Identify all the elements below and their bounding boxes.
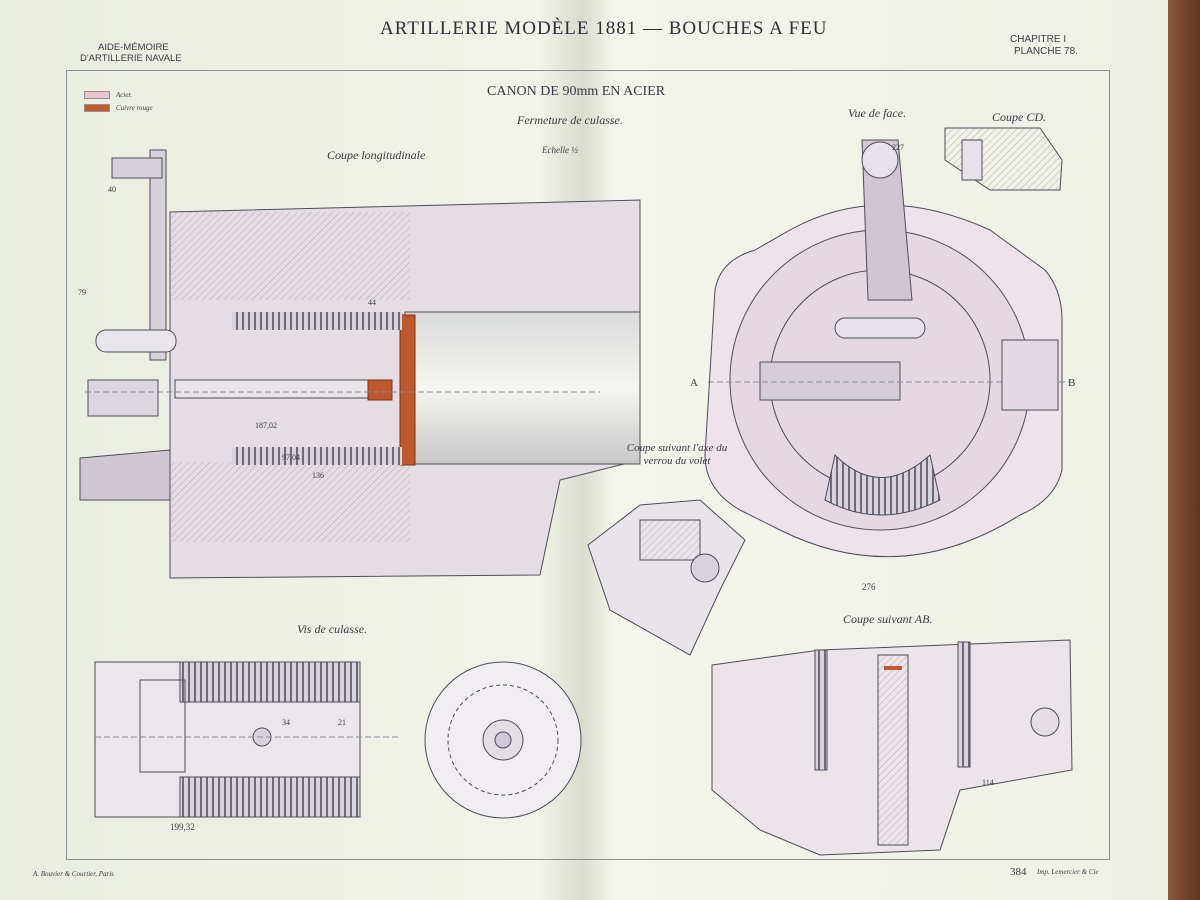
footer-printer: Imp. Lemercier & Cie bbox=[1037, 868, 1099, 876]
section-axis-pin bbox=[690, 553, 720, 583]
section-ab-pin bbox=[1030, 707, 1060, 737]
legend-row-steel: Acier. bbox=[84, 88, 153, 101]
dim-97: 97,04 bbox=[282, 453, 300, 462]
screw-face-center bbox=[494, 731, 512, 749]
firing-pin bbox=[174, 379, 391, 399]
drawing-title: CANON DE 90mm EN ACIER bbox=[487, 84, 666, 99]
breech-frame bbox=[79, 449, 171, 501]
breech-lever bbox=[149, 149, 167, 361]
legend-label-steel: Acier. bbox=[116, 90, 133, 99]
lever-pivot bbox=[861, 141, 899, 179]
bore bbox=[404, 311, 641, 465]
dim-height: 79 bbox=[78, 288, 86, 297]
lever-arm bbox=[861, 139, 913, 301]
section-mark-b: B bbox=[1068, 377, 1075, 389]
legend-swatch-copper bbox=[84, 103, 110, 112]
firing-mechanism bbox=[87, 379, 159, 417]
background-edge bbox=[1168, 0, 1200, 900]
label-vue-de-face: Vue de face. bbox=[848, 106, 907, 120]
breech-screw-thread-bottom bbox=[232, 447, 402, 465]
handle-knob bbox=[95, 329, 177, 353]
drawing-scale: Echelle ½ bbox=[542, 145, 578, 155]
plate-title: ARTILLERIE MODÈLE 1881 — BOUCHES A FEU bbox=[380, 18, 828, 39]
dim-114: 114 bbox=[982, 778, 994, 787]
thread-segment bbox=[824, 454, 941, 516]
breech-screw-thread-top bbox=[232, 312, 402, 330]
color-legend: Acier. Cuivre rouge bbox=[84, 88, 153, 114]
screw-slot bbox=[139, 679, 186, 773]
header-left-line2: D'ARTILLERIE NAVALE bbox=[80, 53, 182, 64]
lever-handle bbox=[111, 157, 163, 179]
footer-engraver: A. Bouvier & Courtier, Paris bbox=[33, 870, 114, 878]
dim-screw-34: 34 bbox=[282, 718, 290, 727]
screw-face-mid bbox=[447, 684, 559, 796]
section-axis-hatch bbox=[639, 519, 701, 561]
section-ab-thread-left bbox=[814, 649, 828, 771]
header-left-line1: AIDE-MÉMOIRE bbox=[98, 42, 169, 53]
section-axis-body bbox=[587, 499, 746, 656]
section-ab bbox=[711, 639, 1073, 856]
copper-obturator bbox=[399, 314, 416, 466]
dim-44: 44 bbox=[368, 298, 376, 307]
legend-row-copper: Cuivre rouge bbox=[84, 101, 153, 114]
dim-187: 187,02 bbox=[255, 421, 277, 430]
section-mark-a: A bbox=[690, 377, 698, 389]
section-axis bbox=[587, 499, 746, 656]
dim-136: 136 bbox=[312, 471, 324, 480]
header-right-line2: PLANCHE 78. bbox=[1014, 46, 1078, 57]
breech-hatching-bottom bbox=[170, 462, 410, 542]
label-coupe-axe: Coupe suivant l'axe du verrou du volet bbox=[626, 442, 728, 467]
dim-screw-21: 21 bbox=[338, 718, 346, 727]
section-ab-thread-right bbox=[957, 641, 971, 768]
breech-screw-view bbox=[94, 661, 400, 818]
front-view bbox=[704, 139, 1070, 558]
section-cd bbox=[944, 127, 1063, 191]
handle-bar bbox=[834, 317, 926, 339]
label-coupe-cd: Coupe CD. bbox=[992, 110, 1046, 124]
dim-276: 276 bbox=[862, 582, 876, 592]
plate-frame bbox=[66, 70, 1110, 860]
hinge-block bbox=[1001, 339, 1059, 411]
legend-label-copper: Cuivre rouge bbox=[116, 103, 153, 112]
copper-tip bbox=[367, 379, 393, 401]
section-cd-bolt bbox=[961, 139, 983, 181]
screw-thread-bottom bbox=[179, 776, 361, 818]
drawing-subtitle: Fermeture de culasse. bbox=[517, 113, 623, 127]
label-coupe-ab: Coupe suivant AB. bbox=[843, 612, 933, 626]
page-number: 384 bbox=[1010, 866, 1027, 878]
dim-screw-length: 199,32 bbox=[170, 822, 195, 832]
locking-bolt bbox=[759, 361, 901, 401]
breech-hatching-top bbox=[170, 212, 410, 300]
screw-thread-top bbox=[179, 661, 361, 703]
legend-swatch-steel bbox=[84, 90, 110, 99]
label-vis-de-culasse: Vis de culasse. bbox=[297, 622, 368, 636]
label-coupe-longitudinale: Coupe longitudinale bbox=[327, 148, 426, 162]
section-ab-copper bbox=[884, 666, 902, 670]
dim-lever: 40 bbox=[108, 185, 116, 194]
screw-front-view bbox=[424, 661, 582, 819]
section-ab-bolt bbox=[877, 654, 909, 846]
longitudinal-section bbox=[79, 149, 641, 579]
dim-227: 227 bbox=[892, 143, 904, 152]
header-right-line1: CHAPITRE I bbox=[1010, 34, 1067, 45]
